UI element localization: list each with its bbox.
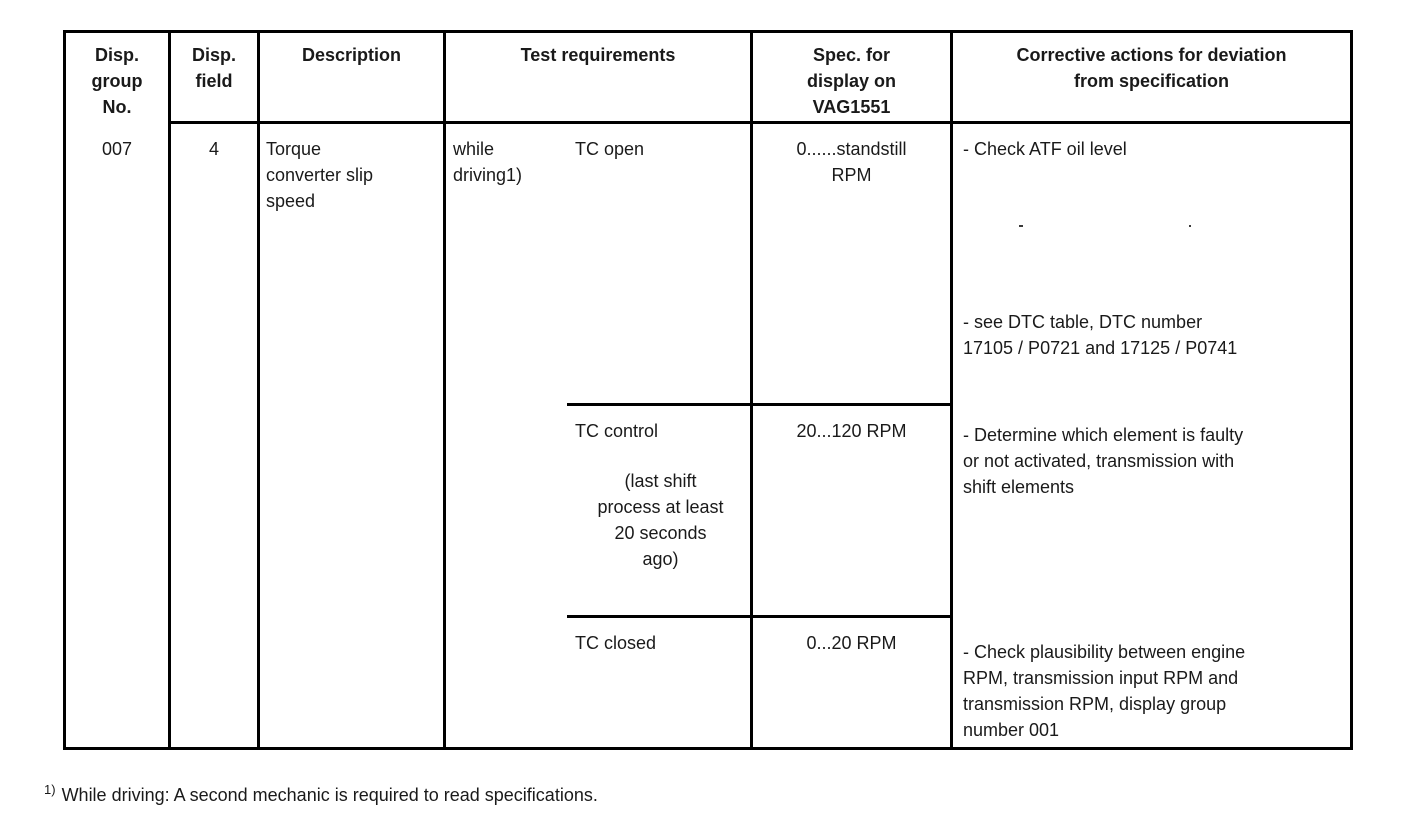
tc-state-subcolumn: TC open TC control (last shift process a… [567,124,750,747]
header-disp-field: Disp. field [171,33,260,124]
cell-corrective-actions: - Check ATF oil level - see DTC table, D… [953,124,1350,747]
tc-state-label: TC control [575,421,659,441]
tc-state-label: TC open [575,139,645,159]
header-description: Description [260,33,446,124]
corrective-action: - Check plausibility between engine RPM,… [963,642,1246,740]
scan-artifact-dot [1189,225,1191,227]
tc-state-note: (last shift process at least 20 seconds … [597,471,724,569]
diagnostic-spec-table: Disp. group No. Disp. field Description … [63,30,1353,750]
spec-value: 0...20 RPM [753,615,950,747]
cell-spec-display: 0......standstill RPM 20...120 RPM 0...2… [753,124,953,747]
cell-test-requirements: while driving1) TC open TC control (last… [446,124,753,747]
tc-state-label: TC closed [575,633,657,653]
cell-description: Torque converter slip speed [260,124,446,747]
corrective-action: - Check ATF oil level [963,139,1127,159]
footnote-marker: 1) [44,782,56,797]
header-disp-group-no: Disp. group No. [66,33,171,124]
footnote: 1) While driving: A second mechanic is re… [44,782,598,806]
tc-state-row: TC closed [567,615,750,747]
corrective-action: - Determine which element is faulty or n… [963,425,1244,497]
cell-disp-group-no: 007 [66,124,171,747]
header-test-requirements: Test requirements [446,33,753,124]
cell-disp-field: 4 [171,124,260,747]
test-condition: while driving1) [453,139,523,185]
scan-artifact-dot [1019,225,1023,227]
tc-state-row: TC open [567,124,750,403]
header-spec-display: Spec. for display on VAG1551 [753,33,953,124]
header-corrective-actions: Corrective actions for deviation from sp… [953,33,1350,124]
tc-state-row: TC control (last shift process at least … [567,403,750,615]
footnote-text: While driving: A second mechanic is requ… [61,785,598,805]
spec-value: 20...120 RPM [753,403,950,615]
spec-value: 0......standstill RPM [796,139,907,185]
corrective-action: - see DTC table, DTC number 17105 / P072… [963,312,1238,358]
